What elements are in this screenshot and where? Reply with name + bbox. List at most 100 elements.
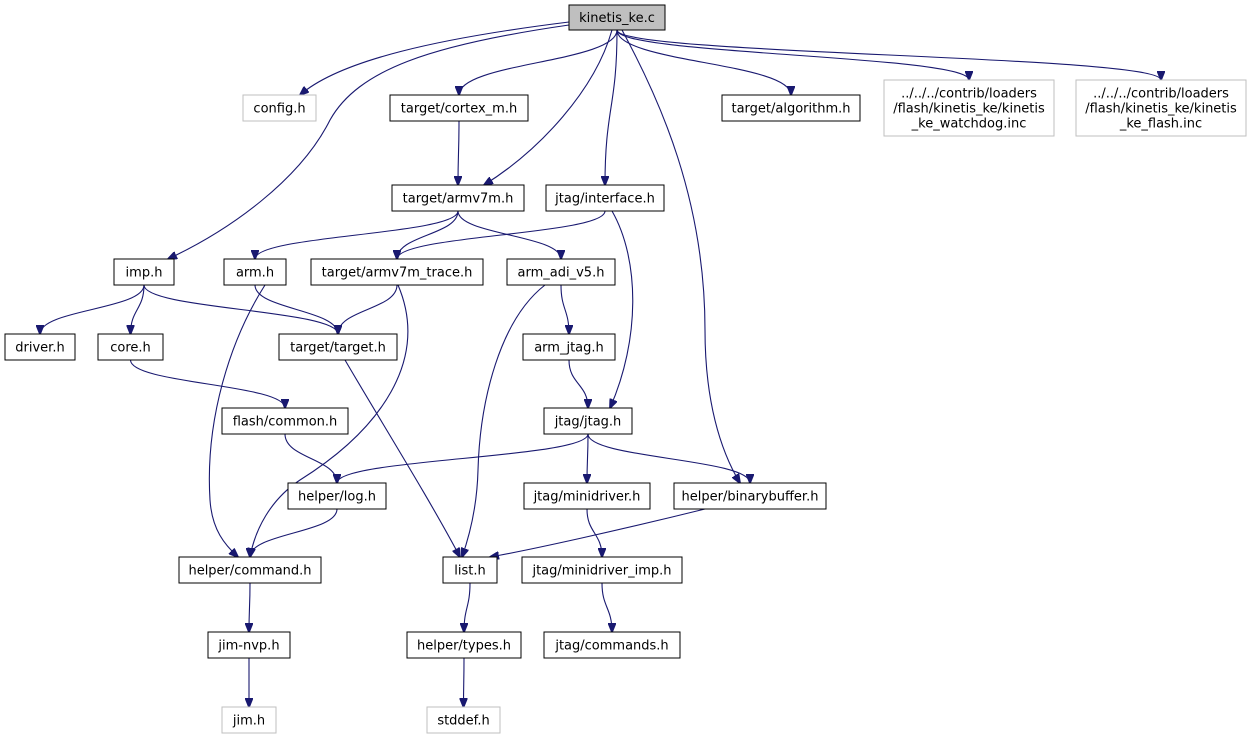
node-jtag-interface-h[interactable]: jtag/interface.h xyxy=(545,184,665,212)
node-target-armv7m-h[interactable]: target/armv7m.h xyxy=(391,184,525,212)
edge-kinetis-ke-c-to-jtag-interface-h xyxy=(605,29,618,185)
node-label: arm_jtag.h xyxy=(534,341,604,356)
edge-kinetis-ke-c-to-target-armv7m-h xyxy=(484,29,613,185)
node-helper-binarybuffer-h[interactable]: helper/binarybuffer.h xyxy=(673,482,827,510)
node-imp-h[interactable]: imp.h xyxy=(113,258,175,286)
node-box xyxy=(545,184,665,212)
node-box xyxy=(221,706,277,734)
edge-imp-h-to-driver-h xyxy=(40,284,145,334)
node-label: helper/types.h xyxy=(417,639,511,654)
node-box xyxy=(543,407,633,435)
edge-imp-h-to-core-h xyxy=(131,284,145,334)
node-helper-command-h[interactable]: helper/command.h xyxy=(178,556,322,584)
node-label: config.h xyxy=(253,102,305,117)
node-arm-adi-v5-h[interactable]: arm_adi_v5.h xyxy=(506,258,616,286)
edge-target-cortex-m-h-to-target-armv7m-h xyxy=(458,120,459,185)
node-list-h[interactable]: list.h xyxy=(442,556,498,584)
node-label: jtag/jtag.h xyxy=(554,415,622,430)
node-arm-jtag-h[interactable]: arm_jtag.h xyxy=(522,333,616,361)
node-target-armv7m-trace-h[interactable]: target/armv7m_trace.h xyxy=(310,258,484,286)
node-box xyxy=(883,79,1055,137)
node-label: flash/common.h xyxy=(233,415,338,430)
edge-jtag-interface-h-to-jtag-jtag-h xyxy=(610,210,634,408)
node-box xyxy=(406,631,522,659)
node-box xyxy=(721,94,861,122)
node-box xyxy=(178,556,322,584)
node-box xyxy=(207,631,291,659)
edge-imp-h-to-target-target-h xyxy=(143,284,338,334)
node-label: target/armv7m.h xyxy=(403,192,514,207)
edge-core-h-to-flash-common-h xyxy=(129,359,286,408)
edge-target-armv7m-h-to-arm-h xyxy=(255,210,459,259)
edge-kinetis-ke-c-to-config-h xyxy=(300,21,570,95)
edge-arm-adi-v5-h-to-arm-jtag-h xyxy=(560,284,569,334)
node-arm-h[interactable]: arm.h xyxy=(223,258,287,286)
node-jtag-minidriver-imp-h[interactable]: jtag/minidriver_imp.h xyxy=(521,556,683,584)
node-label: jtag/commands.h xyxy=(554,639,668,654)
edge-kinetis-ke-c-to-kinetis-ke-flash-inc xyxy=(616,29,1161,80)
node-label: target/armv7m_trace.h xyxy=(322,266,473,281)
node-box xyxy=(113,258,175,286)
node-target-target-h[interactable]: target/target.h xyxy=(278,333,398,361)
edge-flash-common-h-to-helper-log-h xyxy=(284,433,337,483)
node-helper-log-h[interactable]: helper/log.h xyxy=(287,482,387,510)
node-box xyxy=(391,184,525,212)
node-flash-common-h[interactable]: flash/common.h xyxy=(221,407,349,435)
node-helper-types-h[interactable]: helper/types.h xyxy=(406,631,522,659)
node-box xyxy=(522,333,616,361)
edge-jtag-jtag-h-to-helper-log-h xyxy=(337,433,589,483)
edge-jtag-jtag-h-to-helper-binarybuffer-h xyxy=(587,433,750,483)
node-label: target/cortex_m.h xyxy=(401,102,517,117)
node-label: driver.h xyxy=(15,341,64,356)
edge-jtag-jtag-h-to-jtag-minidriver-h xyxy=(587,433,588,483)
edge-jtag-minidriver-h-to-jtag-minidriver-imp-h xyxy=(586,508,602,557)
node-label: arm_adi_v5.h xyxy=(518,266,605,281)
node-driver-h[interactable]: driver.h xyxy=(4,333,76,361)
node-label: /flash/kinetis_ke/kinetis xyxy=(893,102,1045,117)
edge-target-armv7m-trace-h-to-helper-command-h xyxy=(250,284,409,557)
node-kinetis-ke-flash-inc: ../../../contrib/loaders/flash/kinetis_k… xyxy=(1075,79,1247,137)
node-jim-nvp-h[interactable]: jim-nvp.h xyxy=(207,631,291,659)
node-label: stddef.h xyxy=(437,714,489,729)
edge-kinetis-ke-c-to-target-algorithm-h xyxy=(616,29,791,95)
edge-helper-binarybuffer-h-to-list-h xyxy=(490,508,706,557)
edge-helper-command-h-to-jim-nvp-h xyxy=(249,582,250,632)
node-box xyxy=(4,333,76,361)
edge-target-armv7m-trace-h-to-target-target-h xyxy=(338,284,398,334)
edge-target-target-h-to-list-h xyxy=(344,359,460,557)
node-label: kinetis_ke.c xyxy=(579,11,655,26)
edge-arm-adi-v5-h-to-list-h xyxy=(462,284,546,557)
edge-kinetis-ke-c-to-helper-binarybuffer-h xyxy=(621,29,740,483)
node-box xyxy=(673,482,827,510)
node-jtag-minidriver-h[interactable]: jtag/minidriver.h xyxy=(523,482,651,510)
edge-arm-h-to-helper-command-h xyxy=(208,284,266,557)
node-jtag-jtag-h[interactable]: jtag/jtag.h xyxy=(543,407,633,435)
node-box xyxy=(221,407,349,435)
node-box xyxy=(278,333,398,361)
edge-arm-h-to-target-target-h xyxy=(254,284,338,334)
node-kinetis-ke-watchdog-inc: ../../../contrib/loaders/flash/kinetis_k… xyxy=(883,79,1055,137)
node-label: _ke_flash.inc xyxy=(1119,117,1202,132)
node-label: jtag/minidriver_imp.h xyxy=(531,564,671,579)
edge-jtag-minidriver-imp-h-to-jtag-commands-h xyxy=(601,582,612,632)
edge-kinetis-ke-c-to-imp-h xyxy=(168,24,570,259)
node-box xyxy=(223,258,287,286)
node-box xyxy=(310,258,484,286)
node-jtag-commands-h[interactable]: jtag/commands.h xyxy=(543,631,681,659)
node-label: helper/log.h xyxy=(298,490,376,505)
node-core-h[interactable]: core.h xyxy=(97,333,164,361)
node-box xyxy=(442,556,498,584)
node-box xyxy=(426,706,501,734)
node-label: _ke_watchdog.inc xyxy=(911,117,1027,132)
node-label: arm.h xyxy=(236,266,274,281)
node-box xyxy=(242,94,317,122)
edge-target-armv7m-h-to-target-armv7m-trace-h xyxy=(397,210,459,259)
node-target-cortex-m-h[interactable]: target/cortex_m.h xyxy=(389,94,529,122)
edge-arm-jtag-h-to-jtag-jtag-h xyxy=(568,359,588,408)
node-jim-h: jim.h xyxy=(221,706,277,734)
node-target-algorithm-h[interactable]: target/algorithm.h xyxy=(721,94,861,122)
node-box xyxy=(287,482,387,510)
edges-layer xyxy=(40,21,1161,707)
node-kinetis-ke-c: kinetis_ke.c xyxy=(568,4,666,31)
